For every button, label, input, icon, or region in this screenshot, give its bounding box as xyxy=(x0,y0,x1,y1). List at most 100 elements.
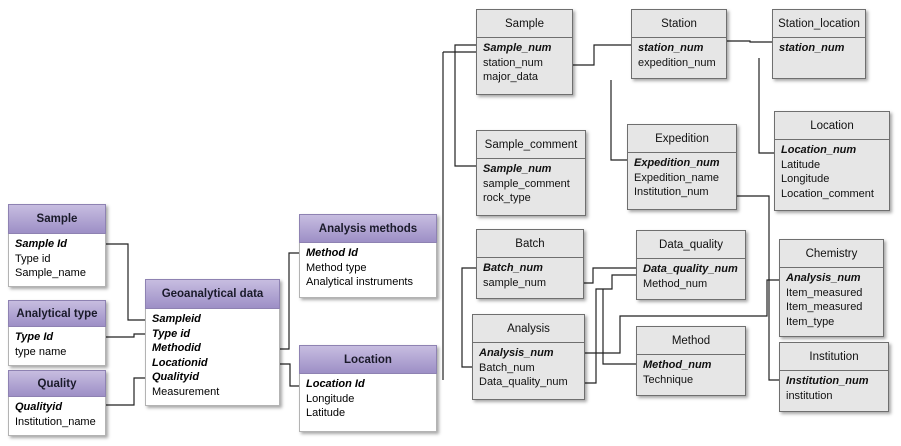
entity-sample-right: Sample Sample_num station_num major_data xyxy=(476,9,573,95)
connector-batch-spine xyxy=(461,267,476,368)
connector-station-stationloc xyxy=(727,40,772,43)
entity-header: Geoanalytical data xyxy=(145,279,280,309)
field: Institution_num xyxy=(634,186,709,198)
entity-location-right: Location Location_num Latitude Longitude… xyxy=(774,111,890,211)
entity-title: Institution xyxy=(809,350,859,363)
entity-fields: Data_quality_num Method_num xyxy=(636,259,746,300)
primary-key-field: Analysis_num xyxy=(479,347,554,359)
connector-dataquality-method xyxy=(602,289,636,365)
entity-institution: Institution Institution_num institution xyxy=(779,342,889,412)
entity-quality: Quality Qualityid Institution_name xyxy=(8,370,106,436)
primary-key-field: Methodid xyxy=(152,342,201,354)
entity-title: Analysis xyxy=(507,322,550,335)
entity-title: Station_location xyxy=(778,17,860,30)
entity-fields: Sample Id Type id Sample_name xyxy=(8,234,106,287)
entity-fields: Sampleid Type id Methodid Locationid Qua… xyxy=(145,309,280,406)
field: rock_type xyxy=(483,192,531,204)
entity-data-quality: Data_quality Data_quality_num Method_num xyxy=(636,230,746,300)
entity-title: Geoanalytical data xyxy=(161,288,264,300)
entity-expedition: Expedition Expedition_num Expedition_nam… xyxy=(627,124,737,210)
connector-analysis-dataquality xyxy=(585,274,636,384)
entity-title: Location xyxy=(344,353,392,366)
field: station_num xyxy=(483,56,543,69)
entity-title: Batch xyxy=(515,237,545,250)
entity-header: Chemistry xyxy=(779,239,884,268)
entity-title: Quality xyxy=(37,377,77,390)
field: Institution_name xyxy=(15,415,96,428)
primary-key-field: Batch_num xyxy=(483,262,543,274)
entity-header: Location xyxy=(774,111,890,140)
entity-title: Sample xyxy=(36,213,78,225)
entity-fields: Analysis_num Batch_num Data_quality_num xyxy=(472,343,585,400)
entity-title: Sample xyxy=(505,17,544,30)
entity-fields: Location_num Latitude Longitude Location… xyxy=(774,140,890,211)
entity-sample-left: Sample Sample Id Type id Sample_name xyxy=(8,204,106,287)
entity-fields: station_num expedition_num xyxy=(631,38,727,79)
field: major_data xyxy=(483,71,539,83)
primary-key-field: Type id xyxy=(152,327,191,340)
entity-fields: Location Id Longitude Latitude xyxy=(299,374,437,432)
entity-title: Chemistry xyxy=(805,247,858,260)
primary-key-field: Location_num xyxy=(781,144,857,156)
entity-title: Analytical type xyxy=(16,307,98,320)
entity-header: Batch xyxy=(476,229,584,258)
field: Latitude xyxy=(781,158,821,171)
field: sample_num xyxy=(483,276,546,289)
entity-header: Analytical type xyxy=(8,300,106,327)
primary-key-field: Type Id xyxy=(15,331,54,343)
primary-key-field: Data_quality_num xyxy=(643,263,738,275)
entity-header: Sample_comment xyxy=(476,130,586,159)
entity-analytical-type: Analytical type Type Id type name xyxy=(8,300,106,366)
primary-key-field: station_num xyxy=(779,42,845,54)
field: Longitude xyxy=(306,392,355,405)
entity-station-location: Station_location station_num xyxy=(772,9,866,79)
connector-type-geo xyxy=(106,333,145,338)
entity-batch: Batch Batch_num sample_num xyxy=(476,229,584,299)
entity-header: Station_location xyxy=(772,9,866,38)
primary-key-field: Sample Id xyxy=(15,238,67,250)
connector-sample-station xyxy=(573,44,631,66)
entity-fields: Method_num Technique xyxy=(636,355,746,396)
entity-title: Method xyxy=(671,334,711,347)
primary-key-field: Expedition_num xyxy=(634,157,720,169)
primary-key-field: Sample_num xyxy=(483,42,552,54)
entity-fields: Batch_num sample_num xyxy=(476,258,584,299)
field: Type id xyxy=(15,252,51,265)
entity-chemistry: Chemistry Analysis_num Item_measured Ite… xyxy=(779,239,884,337)
entity-geoanalytical-data: Geoanalytical data Sampleid Type id Meth… xyxy=(145,279,280,406)
primary-key-field: Method_num xyxy=(643,359,712,371)
primary-key-field: Qualityid xyxy=(152,371,200,383)
connector-location-geo xyxy=(280,363,299,387)
entity-header: Station xyxy=(631,9,727,38)
entity-header: Sample xyxy=(476,9,573,38)
field: Data_quality_num xyxy=(479,376,568,388)
entity-method: Method Method_num Technique xyxy=(636,326,746,396)
entity-station: Station station_num expedition_num xyxy=(631,9,727,79)
primary-key-field: Method Id xyxy=(306,247,358,259)
entity-analysis-methods: Analysis methods Method Id Method type A… xyxy=(299,214,437,298)
field: Analytical instruments xyxy=(306,276,413,288)
field: Item_type xyxy=(786,315,835,328)
connector-analysis-chemistry xyxy=(585,279,779,354)
primary-key-field: Institution_num xyxy=(786,375,869,387)
connector-station-expedition xyxy=(610,80,627,161)
entity-fields: Sample_num sample_comment rock_type xyxy=(476,159,586,216)
field: Measurement xyxy=(152,385,220,398)
entity-fields: Expedition_num Expedition_name Instituti… xyxy=(627,153,737,210)
field: Technique xyxy=(643,373,694,386)
primary-key-field: Location Id xyxy=(306,378,365,390)
entity-header: Method xyxy=(636,326,746,355)
field: Item_measured xyxy=(786,301,863,313)
entity-header: Analysis xyxy=(472,314,585,343)
entity-title: Expedition xyxy=(655,132,709,145)
entity-fields: station_num xyxy=(772,38,866,79)
entity-title: Sample_comment xyxy=(484,138,578,151)
entity-fields: Method Id Method type Analytical instrum… xyxy=(299,243,437,298)
entity-header: Data_quality xyxy=(636,230,746,259)
primary-key-field: Locationid xyxy=(152,356,208,369)
field: Expedition_name xyxy=(634,171,720,184)
field: Sample_name xyxy=(15,267,86,279)
entity-fields: Type Id type name xyxy=(8,327,106,366)
field: type name xyxy=(15,345,67,358)
